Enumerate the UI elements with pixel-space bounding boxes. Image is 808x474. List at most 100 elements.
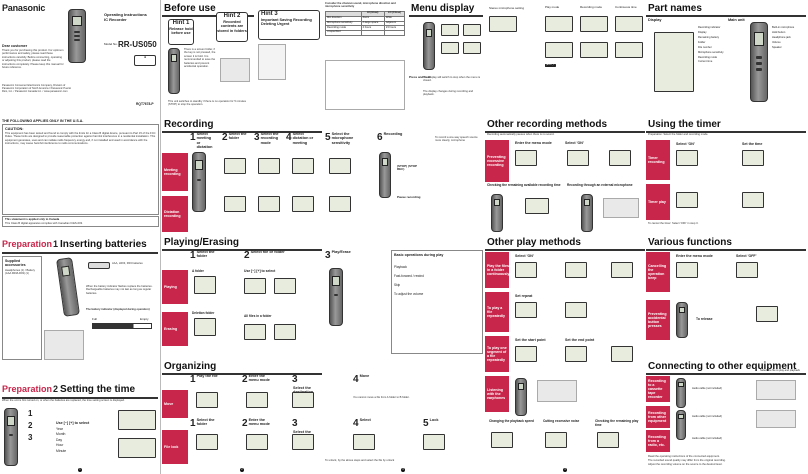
tab-timer-play: Timer play bbox=[646, 184, 670, 220]
timer-set-time: Set the time bbox=[742, 142, 763, 146]
tab-part-repeat: To play one segment of a file repeatedly bbox=[485, 336, 509, 372]
oplay-lcd-5 bbox=[565, 302, 587, 318]
hint3-label: Important Saving Recording Deleting Urge… bbox=[261, 17, 312, 27]
conn-cable-3: Audio cable (not included) bbox=[692, 437, 722, 440]
hint1-num: Hint 1 bbox=[172, 20, 190, 26]
part-label-9: Current time bbox=[698, 60, 713, 64]
menu-lcd-5 bbox=[489, 16, 517, 32]
orec-lcd-3 bbox=[609, 150, 631, 166]
energy-logo: ✱ bbox=[134, 55, 156, 66]
rec-step-4: 4Select dictation or meeting bbox=[286, 132, 314, 145]
play-select-on: Select 'ON' bbox=[515, 254, 534, 258]
lock-lcd-1 bbox=[196, 434, 218, 450]
menu-label-3: Recording mode bbox=[580, 5, 603, 9]
brand-logo: Panasonic bbox=[2, 3, 46, 13]
rec-lcd-8 bbox=[329, 196, 351, 212]
prep2-num: 2 bbox=[53, 384, 59, 395]
play-step-2: 2Select file or folder bbox=[244, 250, 285, 261]
rec-lcd-3 bbox=[292, 158, 314, 174]
lock-step-1: 1Select the folder bbox=[190, 418, 215, 429]
lock-lcd-5 bbox=[423, 434, 445, 450]
tab-playing: Playing bbox=[162, 270, 188, 304]
part-label-7: Microphone sensitivity bbox=[698, 50, 724, 54]
oplay-lcd-8 bbox=[611, 346, 633, 362]
tab-listen: Listening with the earphones bbox=[485, 376, 509, 412]
part-names-heading: Part names bbox=[646, 2, 806, 15]
timer-select-on: Select 'ON' bbox=[676, 142, 695, 146]
rec-lcd-7 bbox=[329, 158, 351, 174]
intro-text: Thank you for purchasing this product. F… bbox=[2, 49, 64, 69]
part-label-12: Volume bbox=[772, 40, 781, 44]
various-release: To release bbox=[696, 317, 713, 321]
prep2-tag: Preparation bbox=[2, 384, 53, 395]
battery-image bbox=[88, 262, 110, 269]
prep1-tag: Preparation bbox=[2, 239, 53, 250]
tab-dictation: Dictation recording bbox=[162, 196, 188, 232]
recording-heading: Recording bbox=[162, 118, 322, 131]
time-rows: Year Month Day Hour Minute bbox=[56, 427, 66, 454]
various-select-off: Select 'OFF' bbox=[736, 254, 757, 258]
other-rec-title: Other recording methods bbox=[487, 118, 608, 130]
part-label-5: Folder bbox=[698, 40, 706, 44]
timer-title: Using the timer bbox=[648, 118, 721, 130]
erase-lcd-2 bbox=[244, 324, 266, 340]
rec-device-image bbox=[192, 152, 206, 212]
menu-note-1: The display will switch to stop when the… bbox=[423, 76, 481, 83]
canada-heading: This statement is applied only to Canada bbox=[5, 217, 60, 221]
display-label: Display bbox=[648, 18, 662, 22]
cover-title-line1: Operating Instructions bbox=[104, 12, 147, 17]
model-number: RR-US050 bbox=[118, 40, 157, 49]
fcc-box: CAUTION: This equipment has been tested … bbox=[2, 124, 159, 215]
part-label-13: Speaker bbox=[772, 45, 782, 49]
op-volume: To adjust the volume bbox=[394, 291, 424, 296]
play-use-select: Use [−] [+] to select bbox=[244, 269, 276, 273]
tab-prevent-press: Preventing accidental button presses bbox=[646, 300, 670, 340]
display-diagram bbox=[654, 32, 694, 92]
lock-step-4: 4Select bbox=[353, 418, 371, 429]
time-device-image bbox=[4, 408, 18, 466]
part-label-11: Headphone jack bbox=[772, 35, 791, 39]
mic-table-title: Consider the channel-sound, microphone d… bbox=[325, 2, 396, 9]
op-skip: Skip bbox=[394, 282, 401, 287]
conn-cable-1: Audio cable (not included) bbox=[692, 387, 722, 390]
folder-diagram bbox=[220, 58, 250, 82]
playing-title: Playing/Erasing bbox=[164, 236, 240, 248]
rec-lcd-6 bbox=[292, 196, 314, 212]
rec-stop-label: (STOP) (STOP REC) bbox=[397, 164, 418, 172]
org-step-1: 1Play the file bbox=[190, 374, 218, 385]
oplay-lcd-4 bbox=[515, 302, 537, 318]
timer-lcd-2 bbox=[742, 150, 764, 166]
conn-device-image-2 bbox=[676, 410, 686, 440]
part-label-2: Built-in microphone bbox=[772, 26, 795, 29]
oplay-lcd-11 bbox=[597, 432, 619, 448]
org-lcd-2 bbox=[246, 392, 268, 408]
play-device-image bbox=[329, 268, 343, 326]
various-title: Various functions bbox=[648, 236, 732, 248]
hint1-bullet2: This unit switches to standby if there i… bbox=[168, 100, 246, 107]
op-ff-rew: Fast-forward / rewind bbox=[394, 273, 424, 278]
play-lcd-2 bbox=[244, 278, 266, 294]
tab-erasing: Erasing bbox=[162, 312, 188, 346]
menu-lcd-8 bbox=[615, 16, 643, 32]
timer-heading: Using the timer bbox=[646, 118, 806, 131]
rec-lcd-5 bbox=[258, 196, 280, 212]
various-lcd-2 bbox=[736, 262, 758, 278]
start-point: Set the start point bbox=[515, 338, 546, 342]
conn-remote: Select the file to play and playback bbox=[760, 369, 800, 372]
organizing-title: Organizing bbox=[164, 360, 217, 372]
recording-title: Recording bbox=[164, 118, 214, 130]
prep1-heading: Preparation 1 Inserting batteries bbox=[2, 238, 158, 251]
timer-lcd-4 bbox=[742, 192, 764, 208]
timer-lcd-1 bbox=[676, 150, 698, 166]
rec-step-1: 1Select meeting or dictation bbox=[190, 132, 213, 150]
oplay-lcd-9 bbox=[491, 432, 513, 448]
menu-display-heading: Menu display bbox=[409, 2, 483, 15]
hint2-box: Hint 2 Recorded contents are stored in f… bbox=[216, 12, 248, 42]
ext-mic-graphic bbox=[603, 198, 639, 218]
lock-lcd-3 bbox=[292, 434, 314, 450]
erase-folder: Deletion folder bbox=[192, 311, 215, 315]
supplied-heading: Supplied accessories bbox=[5, 259, 26, 268]
conn-bullet-2: The recorded sound quality may differ fr… bbox=[648, 459, 726, 463]
column-2: Before use Hint 1 Release hold before us… bbox=[162, 0, 322, 474]
